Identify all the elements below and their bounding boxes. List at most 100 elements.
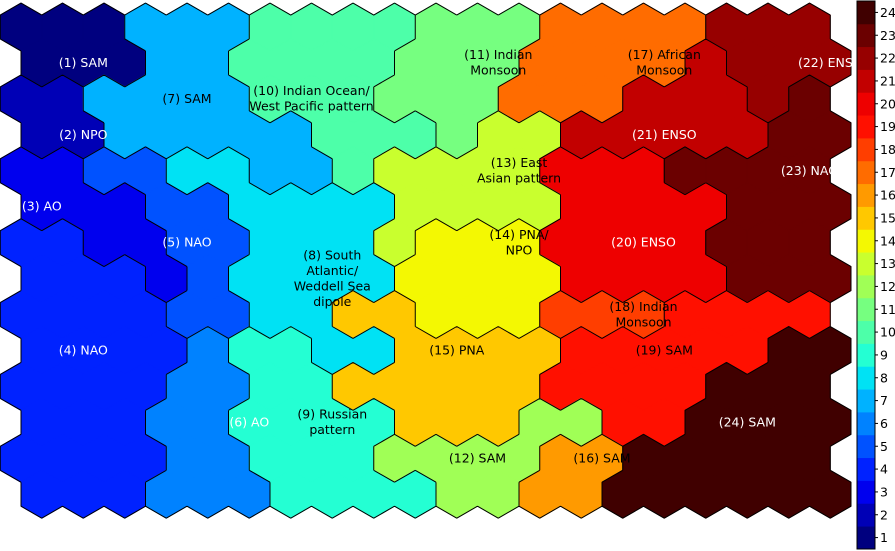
- region-label-15: (15) PNA: [429, 343, 485, 358]
- region-label-line: Monsoon: [470, 63, 526, 78]
- region-label-line: (24) SAM: [719, 414, 776, 429]
- region-label-line: (7) SAM: [162, 91, 211, 106]
- region-label-16: (16) SAM: [573, 450, 630, 465]
- region-label-line: (3) AO: [22, 199, 62, 214]
- colorbar-tick-label: 10: [880, 325, 895, 340]
- colorbar-swatch: [857, 69, 875, 93]
- region-labels: (1) SAM (2) NPO (3) AO (4) NAO (5) NAO (6) AO…: [22, 47, 863, 465]
- region-label-line: dipole: [313, 294, 351, 309]
- region-borders: [0, 2, 852, 519]
- region-label-line: (6) AO: [229, 414, 269, 429]
- region-border-lines: [0, 2, 852, 519]
- colorbar-swatch: [857, 92, 875, 116]
- colorbar-swatch: [857, 412, 875, 436]
- colorbar-swatch: [857, 115, 875, 139]
- colorbar-swatch: [857, 160, 875, 185]
- colorbar-swatch: [857, 138, 875, 162]
- region-label-24: (24) SAM: [719, 414, 776, 429]
- colorbar-tick-label: 23: [880, 28, 895, 43]
- region-label-14: (14) PNA/NPO: [489, 227, 549, 258]
- colorbar-swatch: [857, 297, 875, 322]
- colorbar-swatch: [857, 1, 875, 25]
- colorbar-tick-label: 13: [880, 256, 895, 271]
- colorbar-tick-label: 5: [880, 439, 888, 454]
- region-label-line: (20) ENSO: [611, 235, 676, 250]
- region-label-3: (3) AO: [22, 199, 62, 214]
- colorbar-swatch: [857, 183, 875, 207]
- colorbar-swatch: [857, 206, 875, 230]
- colorbar-tick-label: 11: [880, 302, 895, 317]
- region-label-6: (6) AO: [229, 414, 269, 429]
- region-label-line: (17) African: [628, 47, 701, 62]
- region-label-line: Monsoon: [615, 314, 671, 329]
- region-label-20: (20) ENSO: [611, 235, 676, 250]
- colorbar-tick-label: 1: [880, 530, 888, 545]
- colorbar-tick-label: 21: [880, 73, 895, 88]
- region-label-line: Monsoon: [636, 63, 692, 78]
- region-label-23: (23) NAO: [781, 163, 838, 178]
- colorbar-swatch: [857, 389, 875, 413]
- region-label-line: Weddell Sea: [294, 278, 371, 293]
- region-label-12: (12) SAM: [449, 450, 506, 465]
- colorbar-tick-label: 7: [880, 393, 888, 408]
- colorbar-tick-label: 14: [880, 233, 895, 248]
- colorbar-tick-label: 17: [880, 165, 895, 180]
- colorbar-swatch: [857, 229, 875, 253]
- colorbar-tick-label: 12: [880, 279, 895, 294]
- colorbar-tick-label: 15: [880, 210, 895, 225]
- colorbar-swatch: [857, 503, 875, 527]
- colorbar-tick-label: 2: [880, 507, 888, 522]
- region-label-line: (11) Indian: [464, 47, 532, 62]
- region-label-10: (10) Indian Ocean/West Pacific pattern: [249, 83, 373, 114]
- hexagon-grid: [0, 2, 852, 519]
- region-label-line: (9) Russian: [297, 407, 367, 422]
- region-label-line: (22) ENSO: [798, 55, 863, 70]
- colorbar-swatches: [857, 1, 875, 550]
- colorbar-tick-label: 8: [880, 370, 888, 385]
- region-label-7: (7) SAM: [162, 91, 211, 106]
- region-label-5: (5) NAO: [162, 235, 211, 250]
- region-label-line: (5) NAO: [162, 235, 211, 250]
- region-label-line: (10) Indian Ocean/: [253, 83, 370, 98]
- region-label-line: (1) SAM: [59, 55, 108, 70]
- colorbar-tick-label: 19: [880, 119, 895, 134]
- region-label-19: (19) SAM: [636, 343, 693, 358]
- colorbar-tick-label: 4: [880, 462, 888, 477]
- region-label-line: (2) NPO: [59, 127, 108, 142]
- region-label-line: (18) Indian: [609, 299, 677, 314]
- colorbar-swatch: [857, 434, 875, 459]
- region-label-line: (21) ENSO: [632, 127, 697, 142]
- region-label-line: (8) South: [303, 247, 361, 262]
- colorbar-swatch: [857, 480, 875, 504]
- colorbar-tick-label: 22: [880, 51, 895, 66]
- colorbar-swatch: [857, 275, 875, 299]
- colorbar-swatch: [857, 457, 875, 481]
- colorbar-tick-label: 3: [880, 484, 888, 499]
- colorbar-swatch: [857, 343, 875, 367]
- region-label-line: Atlantic/: [306, 263, 359, 278]
- region-label-line: (15) PNA: [429, 343, 485, 358]
- colorbar-frame: [856, 0, 876, 550]
- colorbar-tick-label: 24: [880, 5, 895, 20]
- region-label-line: (13) East: [491, 155, 548, 170]
- region-label-2: (2) NPO: [59, 127, 108, 142]
- region-label-21: (21) ENSO: [632, 127, 697, 142]
- colorbar-tick-label: 18: [880, 142, 895, 157]
- region-label-line: (19) SAM: [636, 343, 693, 358]
- region-label-4: (4) NAO: [59, 343, 108, 358]
- colorbar-tick-label: 6: [880, 416, 888, 431]
- region-label-22: (22) ENSO: [798, 55, 863, 70]
- region-label-line: (4) NAO: [59, 343, 108, 358]
- region-label-line: Asian pattern: [477, 171, 561, 186]
- region-label-line: West Pacific pattern: [249, 99, 373, 114]
- region-label-line: pattern: [309, 422, 355, 437]
- colorbar-swatch: [857, 252, 875, 276]
